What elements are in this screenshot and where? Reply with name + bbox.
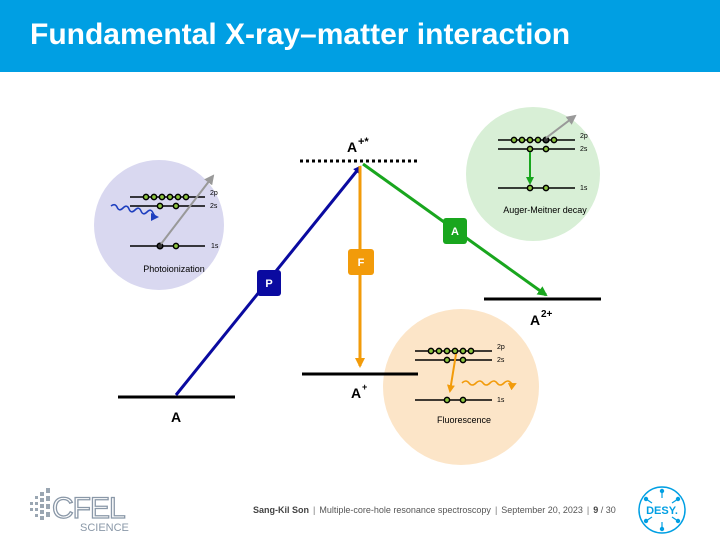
fluorescence-caption: Fluorescence bbox=[437, 415, 491, 425]
fluorescence-inset: 2p 2s 1s Fluorescence bbox=[415, 344, 517, 425]
desy-logo: DESY. bbox=[638, 486, 686, 534]
cfel-logo: CFEL SCIENCE bbox=[30, 488, 129, 534]
photoionization-inset: 2p 2s 1s Photoionization bbox=[110, 174, 219, 274]
footer-talk: Multiple-core-hole resonance spectroscop… bbox=[319, 505, 491, 515]
auger-caption: Auger-Meitner decay bbox=[503, 205, 587, 215]
svg-text:P: P bbox=[265, 278, 272, 290]
cfel-wordmark: CFEL bbox=[52, 492, 125, 525]
svg-text:1s: 1s bbox=[211, 243, 219, 250]
excited-label-sup: +* bbox=[358, 136, 369, 148]
auger-ejection-arrow bbox=[545, 114, 577, 139]
excited-label: A bbox=[347, 139, 357, 155]
neutral-label: A bbox=[171, 409, 181, 425]
photoionization-badge: P bbox=[257, 270, 281, 296]
ion-label: A bbox=[351, 385, 361, 401]
double-ion-label-sup: 2+ bbox=[541, 309, 553, 320]
svg-text:2s: 2s bbox=[210, 203, 218, 210]
svg-text:1s: 1s bbox=[580, 185, 588, 192]
fluorescence-bubble bbox=[383, 309, 539, 465]
emitted-photon-wave bbox=[461, 380, 517, 391]
footer-total: / 30 bbox=[600, 505, 616, 515]
svg-text:2p: 2p bbox=[580, 133, 588, 140]
svg-text:A: A bbox=[451, 226, 459, 238]
photon-wave bbox=[110, 203, 159, 221]
slide-title: Fundamental X-ray–matter interaction bbox=[30, 18, 571, 51]
photoionization-caption: Photoionization bbox=[143, 264, 205, 274]
svg-text:F: F bbox=[358, 257, 365, 269]
photoionization-bubble bbox=[94, 160, 224, 290]
double-ion-label: A bbox=[530, 312, 540, 328]
svg-text:1s: 1s bbox=[497, 397, 505, 404]
photo-ejection-arrow bbox=[160, 174, 215, 245]
desy-wordmark: DESY. bbox=[646, 505, 678, 517]
fluor-fill-arrow bbox=[447, 353, 457, 393]
footer: Sang-Kil Son|Multiple-core-hole resonanc… bbox=[253, 505, 616, 515]
fluorescence-badge: F bbox=[348, 249, 374, 275]
ion-label-sup: + bbox=[362, 382, 367, 392]
auger-inset: 2p 2s 1s Auger-Meitner decay bbox=[498, 114, 588, 215]
title-bar: Fundamental X-ray–matter interaction bbox=[0, 0, 720, 72]
auger-badge: A bbox=[443, 218, 467, 244]
auger-bubble bbox=[466, 107, 600, 241]
footer-page: 9 bbox=[593, 505, 599, 515]
footer-author: Sang-Kil Son bbox=[253, 505, 309, 515]
svg-text:2p: 2p bbox=[497, 344, 505, 351]
footer-date: September 20, 2023 bbox=[501, 505, 583, 515]
svg-text:2s: 2s bbox=[580, 146, 588, 153]
svg-text:2s: 2s bbox=[497, 357, 505, 364]
cfel-science: SCIENCE bbox=[80, 522, 129, 534]
svg-text:2p: 2p bbox=[210, 190, 218, 197]
